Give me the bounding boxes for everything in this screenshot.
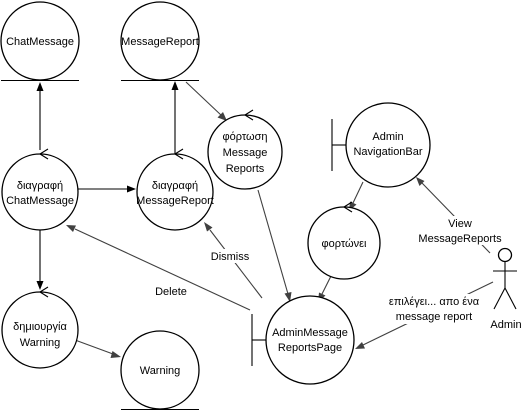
node-label: φόρτωση — [222, 131, 267, 143]
control-fortonei[interactable]: φορτώνει — [307, 201, 381, 280]
node-label: Message — [223, 147, 268, 159]
actor-label: Admin — [490, 319, 521, 331]
arrowhead — [36, 281, 44, 290]
edge-create-warning-to-warning — [74, 339, 114, 355]
node-label: Warning — [20, 337, 61, 349]
actor-admin[interactable]: Admin — [490, 247, 522, 332]
arrowhead — [36, 82, 44, 91]
node-label: Admin — [372, 131, 403, 143]
arrowhead — [217, 112, 227, 121]
edge-messagereport-to-loading — [185, 81, 223, 117]
control-loading-message-reports[interactable]: φόρτωση Message Reports — [207, 109, 283, 190]
edge-label-dismiss: Dismiss — [209, 249, 251, 263]
node-label: ChatMessage — [6, 36, 74, 48]
arrowhead — [66, 225, 76, 232]
node-label: MessageReport — [121, 36, 199, 48]
control-delete-message-report[interactable]: διαγραφή MessageReport — [136, 148, 214, 231]
svg-text:Dismiss: Dismiss — [211, 251, 250, 263]
node-label: MessageReport — [136, 195, 214, 207]
node-label: NavigationBar — [353, 146, 422, 158]
svg-text:επιλέγει... απο ένα: επιλέγει... απο ένα — [389, 296, 480, 308]
boundary-admin-navigation-bar[interactable]: Admin NavigationBar — [331, 102, 431, 188]
arrowhead — [127, 185, 136, 193]
node-label: Reports — [226, 163, 265, 175]
edge-page-to-delete-report — [209, 229, 263, 299]
arrowhead — [416, 177, 425, 186]
node-label: φορτώνει — [322, 238, 368, 250]
entity-warning[interactable]: Warning — [120, 330, 200, 411]
edge-loading-to-page — [257, 189, 289, 295]
svg-text:View: View — [448, 218, 472, 230]
boundary-admin-message-reports-page[interactable]: AdminMessage ReportsPage — [251, 295, 355, 385]
node-label: ReportsPage — [278, 342, 342, 354]
svg-text:MessageReports: MessageReports — [418, 233, 502, 245]
arrowhead — [284, 292, 292, 302]
entity-message-report[interactable]: MessageReport — [120, 1, 200, 82]
edge-label-delete: Delete — [152, 284, 190, 298]
node-label: διαγραφή — [17, 180, 63, 192]
entity-chat-message[interactable]: ChatMessage — [0, 1, 80, 82]
edge-navbar-to-fortonei — [352, 181, 364, 204]
control-delete-chat-message[interactable]: διαγραφή ChatMessage — [1, 148, 79, 231]
node-label: AdminMessage — [272, 327, 348, 339]
arrowhead — [204, 222, 213, 232]
control-create-warning[interactable]: δημιουργία Warning — [1, 286, 79, 369]
node-label: διαγραφή — [152, 180, 198, 192]
arrowhead — [171, 81, 179, 90]
arrowhead — [110, 351, 121, 358]
edge-label-select-message-report: επιλέγει... απο ένα message report — [381, 294, 487, 324]
svg-text:Delete: Delete — [155, 286, 187, 298]
svg-text:message report: message report — [396, 311, 472, 323]
edge-page-to-delete-chat — [74, 228, 251, 311]
node-label: δημιουργία — [13, 321, 67, 333]
edge-label-view-message-reports: View MessageReports — [417, 216, 503, 245]
arrowhead — [355, 342, 365, 349]
node-label: Warning — [140, 365, 181, 377]
node-label: ChatMessage — [6, 195, 74, 207]
